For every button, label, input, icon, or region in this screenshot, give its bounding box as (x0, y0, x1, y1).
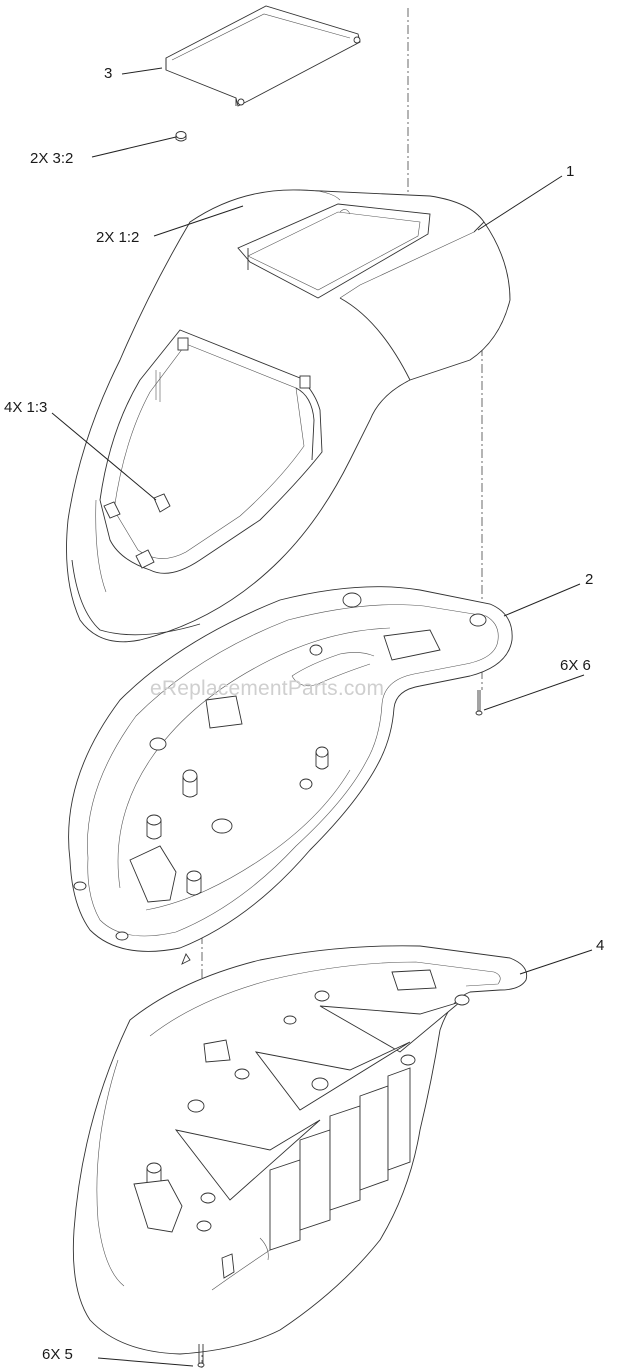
part-4-lower-shroud (72, 945, 528, 1355)
leader-2 (503, 583, 581, 617)
clip-1-3-c (153, 493, 171, 513)
callout-6x-6: 6X 6 (560, 657, 591, 674)
clip-1-3-b (299, 375, 311, 389)
leader-6x5 (97, 1357, 194, 1367)
leader-2x12 (153, 205, 244, 237)
leader-2x32 (91, 136, 177, 158)
leader-4x13 (51, 412, 157, 501)
screw-6 (475, 690, 483, 716)
watermark-text: eReplacementParts.com (150, 677, 385, 700)
leader-1 (477, 175, 563, 231)
screw-5 (197, 1344, 205, 1368)
part-3-access-cover (165, 5, 361, 107)
part-2-console-base (68, 586, 513, 965)
leader-4 (519, 949, 593, 975)
callout-2x-3-2: 2X 3:2 (30, 150, 74, 167)
callout-2x-1-2: 2X 1:2 (96, 229, 140, 246)
callout-4: 4 (596, 937, 605, 954)
plug-fastener-3-2 (175, 131, 187, 142)
leader-3 (121, 67, 163, 75)
clip-1-3-a (177, 337, 189, 351)
leader-6x6 (483, 674, 585, 711)
callout-2: 2 (585, 571, 594, 588)
callout-3: 3 (104, 65, 113, 82)
callout-6x-5: 6X 5 (42, 1346, 73, 1363)
callout-4x-1-3: 4X 1:3 (4, 399, 48, 416)
clip-1-3-d (103, 501, 121, 519)
part-1-console-housing (66, 189, 511, 643)
callout-1: 1 (566, 163, 575, 180)
